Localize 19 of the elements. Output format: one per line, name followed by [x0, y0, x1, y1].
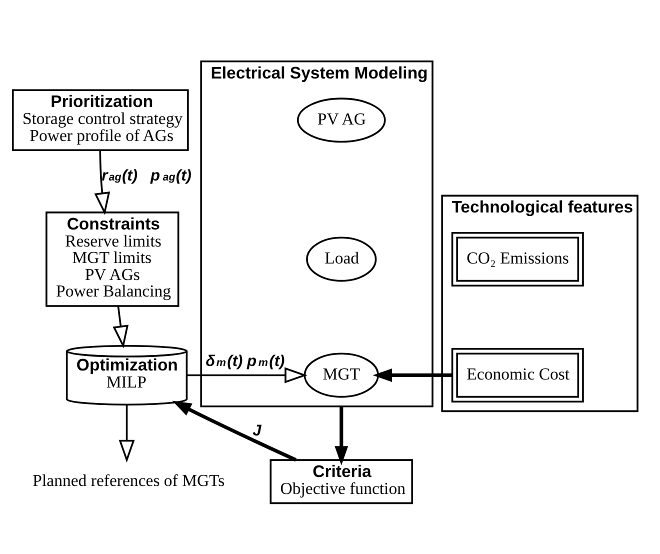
node-box: Prioritization Storage control strategy Power profile of AGs	[12, 88, 189, 151]
node-box: Constraints Reserve limits MGT limits PV AGs Power Balancing	[46, 211, 180, 306]
node-ellipse: Load	[306, 236, 377, 282]
node-ellipse: MGT	[304, 352, 379, 398]
arrow	[112, 306, 129, 348]
arrow	[118, 404, 135, 462]
arrow	[94, 150, 110, 215]
node-box: Criteria Objective function	[270, 458, 414, 504]
arrow	[334, 406, 348, 465]
edge-label: δm(t) pm(t)	[206, 352, 285, 370]
arrow	[172, 400, 297, 462]
edge-label: J	[252, 422, 262, 439]
node-box: CO₂ Emissions	[451, 231, 584, 286]
node-ellipse: PV AG	[296, 97, 386, 142]
arrow	[372, 368, 452, 382]
edge-label: rag(t) pag(t)	[102, 167, 192, 184]
arrow	[187, 366, 308, 383]
node-box: Economic Cost	[451, 347, 584, 402]
node-text: Planned references of MGTs	[32, 470, 225, 490]
